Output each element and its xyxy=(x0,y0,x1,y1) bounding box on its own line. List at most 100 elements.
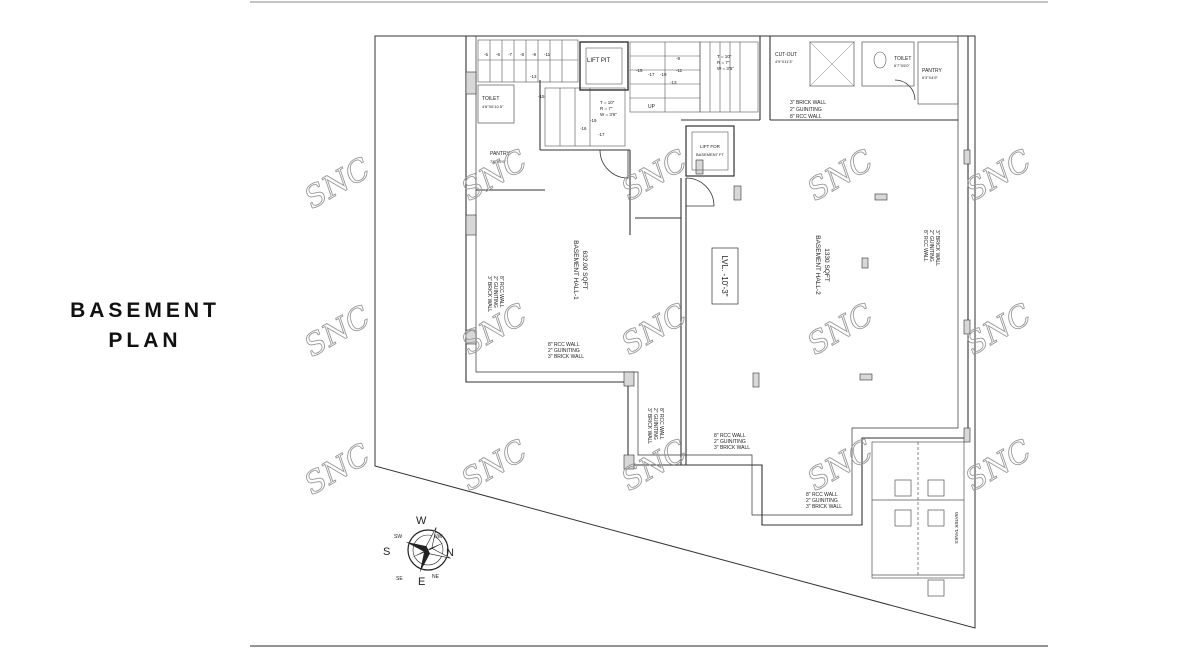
staircase xyxy=(477,39,759,147)
step-number: -13 xyxy=(670,80,677,85)
hall1-area: 632.00 SQFT xyxy=(581,250,588,289)
wall-note-gunit: 2" GUINITING xyxy=(492,276,498,308)
stair-note-w: W = 3'6" xyxy=(600,112,617,117)
compass-e: E xyxy=(418,576,425,588)
stair-note-t: T = 10" xyxy=(600,100,615,105)
compass-n: N xyxy=(446,547,454,559)
step-number: -15 xyxy=(636,68,643,73)
hall1-label-group: BASEMENT HALL-1 632.00 SQFT xyxy=(572,240,588,300)
cutout-label: CUT-OUT xyxy=(775,52,797,58)
wall-note-brick: 3" BRICK WALL xyxy=(548,354,584,360)
right-toilet-box xyxy=(861,41,915,87)
step-number: -11 xyxy=(544,52,551,57)
small-lift-label: LIFT FOR xyxy=(700,144,721,149)
lift-pit-box xyxy=(579,41,629,91)
right-toilet-size: 6'7"X5'0" xyxy=(894,63,911,68)
right-toilet-label: TOILET xyxy=(894,56,911,62)
compass-w: W xyxy=(416,515,427,527)
left-toilet-size: 4'6"X6'10.5" xyxy=(482,104,504,109)
wall-note-brick: 3" BRICK WALL xyxy=(790,100,826,106)
wall-note-brick: 3" BRICK WALL xyxy=(486,276,492,312)
compass-nw: NW xyxy=(434,534,443,540)
compass-ne: NE xyxy=(432,574,440,580)
right-pantry-size: 6'3"X4'9" xyxy=(922,75,939,80)
lift-pit-label: LIFT PIT xyxy=(587,58,611,64)
watermark-text: SNC xyxy=(298,151,376,216)
left-toilet-box xyxy=(477,84,515,124)
plan-title-line2: PLAN xyxy=(108,329,182,352)
step-numbers: -5 -6 -7 -8 -9 -11 -13 -15 -16 -17 -19 -… xyxy=(484,52,683,137)
step-number: -9 xyxy=(676,56,680,61)
cutout-box xyxy=(809,41,855,87)
watermark-text: SNC xyxy=(298,437,376,502)
watermark-text: SNC xyxy=(298,299,376,364)
step-number: -17 xyxy=(598,132,605,137)
wall-note-rcc: 8" RCC WALL xyxy=(548,342,580,348)
wall-notes-rot-mid: 8" RCC WALL 2" GUINITING 3" BRICK WALL xyxy=(646,408,664,444)
cutout-size: 4'9"X11'3" xyxy=(775,59,793,64)
step-number: -5 xyxy=(484,52,488,57)
wall-note-rcc: 8" RCC WALL xyxy=(498,276,504,308)
compass-sw: SW xyxy=(394,534,402,540)
wall-note-rcc: 8" RCC WALL xyxy=(922,230,928,262)
wall-note-rcc: 8" RCC WALL xyxy=(790,114,822,120)
watermark-text: SNC xyxy=(615,297,693,362)
plot-boundary xyxy=(374,35,976,629)
step-number: -19 xyxy=(660,72,667,77)
watermark-text: SNC xyxy=(959,297,1037,362)
wall-notes-rot-left: 8" RCC WALL 2" GUINITING 3" BRICK WALL xyxy=(486,276,504,312)
stair2-note-t: T = 10" xyxy=(717,54,732,59)
stair2-note-r: R = 7" xyxy=(717,60,730,65)
compass-se: SE xyxy=(396,576,403,582)
wall-note-gunit: 2" GUINITING xyxy=(790,107,822,113)
building-walls xyxy=(465,36,969,526)
watermark-text: SNC xyxy=(801,433,879,498)
step-number: -16 xyxy=(580,126,587,131)
columns xyxy=(465,71,971,470)
step-number: -13 xyxy=(530,74,537,79)
hall2-label-group: BASEMENT HALL-2 1330 SQFT xyxy=(814,235,830,295)
level-box xyxy=(711,247,739,305)
right-pantry-label: PANTRY xyxy=(922,68,942,74)
watermark-text: SNC xyxy=(455,433,533,498)
small-lift-box xyxy=(685,125,735,177)
step-number: -7 xyxy=(508,52,512,57)
watermark-text: SNC xyxy=(959,433,1037,498)
watermark-text: SNC xyxy=(615,433,693,498)
stair-up-label: UP xyxy=(648,104,656,110)
water-tanks-label-group: WATER TANKS xyxy=(954,512,959,544)
level-label-group: LVL. -10'-3" xyxy=(720,255,729,296)
water-tanks-label: WATER TANKS xyxy=(954,512,959,544)
right-pantry-box xyxy=(917,41,959,105)
level-label: LVL. -10'-3" xyxy=(720,255,729,296)
step-number: -19 xyxy=(590,118,597,123)
watermark-text: SNC xyxy=(615,143,693,208)
compass-labels: N S E W NW NE SE SW xyxy=(383,515,454,588)
watermark-text: SNC xyxy=(801,143,879,208)
small-lift-label-2: BASEMENT FT xyxy=(696,152,724,157)
left-pantry-label: PANTRY xyxy=(490,151,510,157)
wall-note-gunit: 2" GUINITING xyxy=(652,408,658,440)
wall-notes: 8" RCC WALL 2" GUINITING 3" BRICK WALL 8… xyxy=(548,100,842,510)
left-pantry-size: 7'6"X5'9" xyxy=(490,159,507,164)
hall1-name: BASEMENT HALL-1 xyxy=(572,240,579,300)
step-number: -6 xyxy=(496,52,500,57)
compass-s: S xyxy=(383,546,390,558)
watermarks: SNC SNC SNC SNC SNC SNC SNC SNC SNC SNC … xyxy=(298,143,1038,503)
wall-note-brick: 3" BRICK WALL xyxy=(934,230,940,266)
wall-note-brick: 3" BRICK WALL xyxy=(714,445,750,451)
hall2-area: 1330 SQFT xyxy=(823,248,830,282)
plan-title: BASEMENT PLAN xyxy=(40,296,250,356)
step-number: -17 xyxy=(648,72,655,77)
hall2-name: BASEMENT HALL-2 xyxy=(814,235,821,295)
step-number: -11 xyxy=(676,68,683,73)
wall-note-brick: 3" BRICK WALL xyxy=(806,504,842,510)
step-number: -9 xyxy=(532,52,536,57)
wall-note-gunit: 2" GUINITING xyxy=(714,439,746,445)
wall-note-rcc: 8" RCC WALL xyxy=(714,433,746,439)
wall-note-rcc: 8" RCC WALL xyxy=(806,492,838,498)
step-number: -8 xyxy=(520,52,524,57)
wall-note-rcc: 8" RCC WALL xyxy=(658,408,664,440)
wall-note-gunit: 2" GUINITING xyxy=(548,348,580,354)
